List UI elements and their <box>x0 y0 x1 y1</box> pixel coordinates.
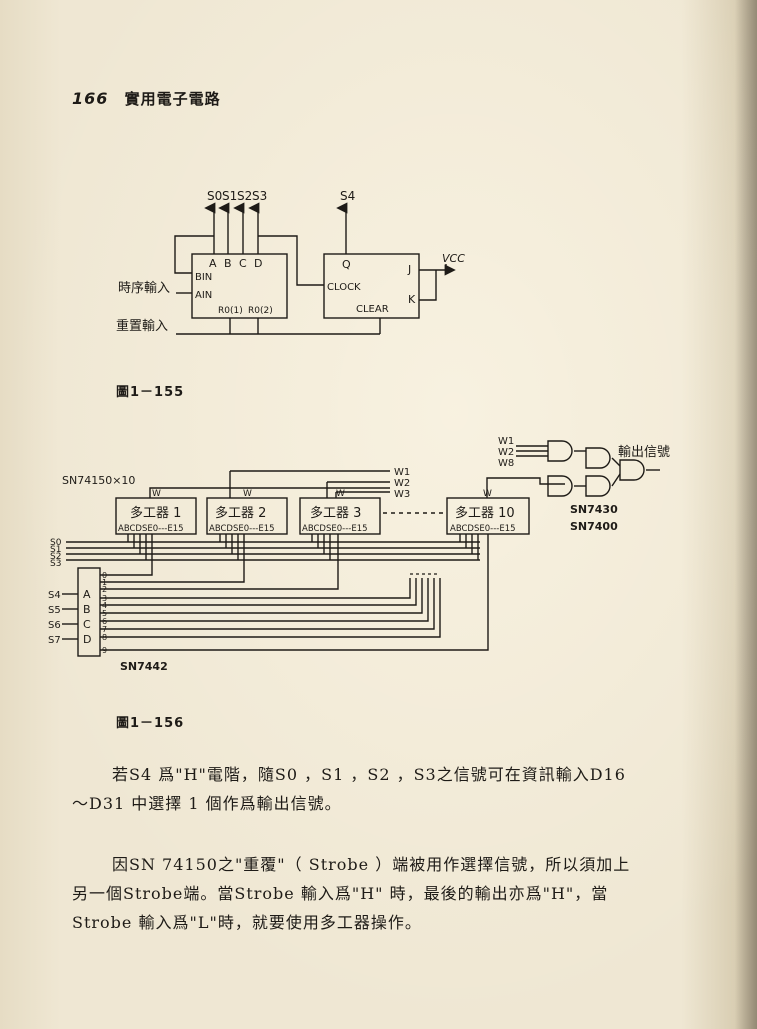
gate-label-7430: SN7430 <box>570 503 618 516</box>
dec-out-8: 8 <box>102 633 107 642</box>
w2-label: W2 <box>394 478 410 489</box>
figure-155-caption: 圖1－155 <box>116 385 185 400</box>
gate-w1-label: W1 <box>498 436 514 447</box>
mux2-pins: ABCDSE0---E15 <box>209 524 275 534</box>
sel-s1: S1 <box>50 545 61 555</box>
output-s4: S4 <box>340 189 355 203</box>
page-edge-shadow <box>735 0 757 1029</box>
paragraph-2: 因SN 74150之"重覆"（ Strobe ）端被用作選擇信號，所以須加上 另… <box>72 850 682 937</box>
mux1-w: W <box>152 489 161 499</box>
dec-out-9: 9 <box>102 646 107 655</box>
mux2-label: 多工器 2 <box>215 505 266 521</box>
gate-label-7400: SN7400 <box>570 520 618 533</box>
pin-r01: R0(1) <box>218 306 243 316</box>
pin-clock: CLOCK <box>327 282 361 293</box>
reset-input-label: 重置輸入 <box>116 318 168 334</box>
dec-pin-b: B <box>83 603 91 616</box>
vcc-label: VCC <box>442 252 465 265</box>
pin-r02: R0(2) <box>248 306 273 316</box>
mux1-pins: ABCDSE0---E15 <box>118 524 184 534</box>
mux1-label: 多工器 1 <box>130 505 181 521</box>
book-title: 實用電子電路 <box>124 90 221 108</box>
timing-input-label: 時序輸入 <box>118 281 170 296</box>
paragraph-1: 若S4 爲"H"電階，隨S0 ，S1 ，S2 ，S3之信號可在資訊輸入D16 ～… <box>72 760 682 818</box>
dec-out-7: 7 <box>102 625 107 634</box>
sel-s0: S0 <box>50 538 62 548</box>
gate-w2-label: W2 <box>498 447 514 458</box>
pin-c: C <box>239 257 247 270</box>
dec-pin-c: C <box>83 618 91 631</box>
pin-j: J <box>407 263 411 276</box>
dec-pin-a: A <box>83 588 91 601</box>
paragraph-2-line-1: 因SN 74150之"重覆"（ Strobe ）端被用作選擇信號，所以須加上 <box>112 855 631 874</box>
output-signal-label: 輸出信號 <box>618 445 670 460</box>
output-s1: S1 <box>222 189 237 203</box>
chip-count-label: SN74150×10 <box>62 474 135 487</box>
dec-out-3: 3 <box>102 594 107 603</box>
pin-q: Q <box>342 258 351 271</box>
decoder-7442 <box>77 567 101 657</box>
dec-out-6: 6 <box>102 617 107 626</box>
dec-out-0: 0 <box>102 571 107 580</box>
dec-in-s7: S7 <box>48 635 61 646</box>
mux10-w: W <box>483 489 492 499</box>
dec-in-s4: S4 <box>48 590 61 601</box>
dec-out-5: 5 <box>102 609 107 618</box>
paragraph-2-line-2: 另一個Strobe端。當Strobe 輸入爲"H" 時，最後的輸出亦爲"H"，當 <box>72 884 609 903</box>
output-s2: S2 <box>237 189 252 203</box>
mux-2 <box>206 497 288 535</box>
paragraph-1-line-1: 若S4 爲"H"電階，隨S0 ，S1 ，S2 ，S3之信號可在資訊輸入D16 <box>112 765 626 784</box>
dec-out-2: 2 <box>102 585 107 594</box>
mux-3 <box>299 497 381 535</box>
dec-in-s6: S6 <box>48 620 61 631</box>
dec-pin-d: D <box>83 633 91 646</box>
mux3-pins: ABCDSE0---E15 <box>302 524 368 534</box>
pin-k: K <box>408 293 416 306</box>
pin-ain: AIN <box>195 290 212 301</box>
paragraph-1-line-2: ～D31 中選擇 1 個作爲輸出信號。 <box>72 794 342 813</box>
w1-label: W1 <box>394 467 410 478</box>
jk-flipflop <box>323 253 420 319</box>
mux10-label: 多工器 10 <box>455 505 515 521</box>
mux2-w: W <box>243 489 252 499</box>
pin-clear: CLEAR <box>356 304 389 315</box>
output-s3: S3 <box>252 189 267 203</box>
w3-label: W3 <box>394 489 410 500</box>
dec-out-1: 1 <box>102 578 107 587</box>
sel-s2: S2 <box>50 552 61 562</box>
page-number: 166 <box>72 89 109 108</box>
dec-out-4: 4 <box>102 601 107 610</box>
paragraph-2-line-3: Strobe 輸入爲"L"時，就要使用多工器操作。 <box>72 913 422 932</box>
decoder-label: SN7442 <box>120 660 168 673</box>
mux3-label: 多工器 3 <box>310 505 361 521</box>
pin-b: B <box>224 257 232 270</box>
counter-7490 <box>191 253 288 319</box>
gate-w8-label: W8 <box>498 458 514 469</box>
figure-156-caption: 圖1－156 <box>116 716 185 731</box>
page-header: 166 實用電子電路 <box>72 88 221 109</box>
output-s0: S0 <box>207 189 222 203</box>
mux10-pins: ABCDSE0---E15 <box>450 524 516 534</box>
pin-d: D <box>254 257 262 270</box>
dec-in-s5: S5 <box>48 605 61 616</box>
mux-1 <box>115 497 197 535</box>
mux3-w: W <box>336 489 345 499</box>
pin-a: A <box>209 257 217 270</box>
pin-bin: BIN <box>195 272 212 283</box>
sel-s3: S3 <box>50 559 61 569</box>
